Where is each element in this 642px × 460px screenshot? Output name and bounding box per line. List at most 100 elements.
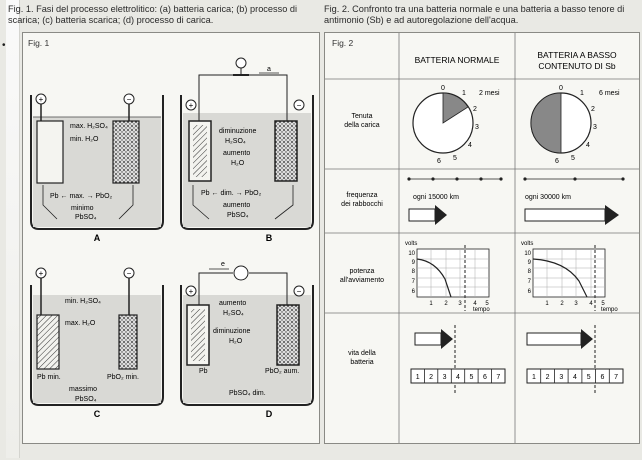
clock-num: 5 [453,155,457,162]
xtick: 2 [560,301,564,307]
ytick: 10 [524,251,531,257]
clock-num: 1 [580,90,584,97]
life-year: 6 [600,374,604,381]
plus-sign: + [39,269,44,278]
km-normal: ogni 15000 km [413,194,459,201]
ytick: 10 [408,251,415,257]
margin-mark: • [2,40,6,51]
minus-sign: − [297,101,302,110]
tempo-label: tempo [473,307,490,313]
ytick: 8 [528,269,532,275]
life-year: 4 [456,374,460,381]
life-year: 7 [496,374,500,381]
life-lowsb: 1 2 3 4 5 6 7 [526,325,624,393]
row-label-power-1: potenza [350,268,375,275]
xtick: 1 [545,301,549,307]
life-year: 3 [559,374,563,381]
clock-lowsb: 0 1 2 3 4 5 6 6 mesi [530,85,620,165]
cell-b-text3: aumento [223,150,250,157]
fig1-diagram: + − max. H₂SO₄ min. H₂O Pb ← max. → PbO₂… [30,57,314,419]
life-year: 5 [587,374,591,381]
clock-num: 2 [591,106,595,113]
cell-d-text6: PbO₂ aum. [265,368,299,375]
cell-b-tag: B [266,233,273,243]
ytick: 6 [412,289,416,295]
row-label-life-2: batteria [350,359,373,366]
clock-num: 3 [475,124,479,131]
volts-label: volts [405,241,417,247]
cell-a-text2: min. H₂O [70,136,99,143]
life-year: 4 [573,374,577,381]
ytick: 7 [528,279,532,285]
xtick: 4 [589,301,593,307]
fig2-table: BATTERIA NORMALE BATTERIA A BASSO CONTEN… [325,33,639,443]
life-year: 3 [443,374,447,381]
cell-a-text3: Pb ← max. → PbO₂ [50,193,113,200]
tempo-label: tempo [601,307,618,313]
cell-a-text4: minimo [71,205,94,212]
months-lowsb: 6 mesi [599,90,620,97]
cell-c-text3: Pb min. [37,374,61,381]
cell-d: e + − aumento H₂SO₄ diminuzione H₂O Pb P… [180,261,314,419]
xtick: 1 [429,301,433,307]
cell-d-text7: PbSO₄ dim. [229,390,266,397]
row-label-charge-2: della carica [344,122,380,129]
life-year: 7 [614,374,618,381]
clock-num: 2 [473,106,477,113]
life-year: 2 [546,374,550,381]
fig1-panel: Fig. 1 + − max. H₂SO₄ [22,32,320,444]
clock-num: 6 [437,158,441,165]
cell-a: + − max. H₂SO₄ min. H₂O Pb ← max. → PbO₂… [30,93,164,243]
ytick: 8 [412,269,416,275]
xtick: 2 [444,301,448,307]
clock-num: 5 [571,155,575,162]
topup-lowsb: ogni 30000 km [523,177,625,225]
cell-c-text4: PbO₂ min. [107,374,139,381]
clock-normal: 0 1 2 3 4 5 6 2 mesi [412,85,500,165]
topup-normal: ogni 15000 km [407,177,503,225]
ytick: 9 [412,260,416,266]
minus-sign: − [297,287,302,296]
clock-num: 6 [555,158,559,165]
row-label-life-1: vita della [348,350,376,357]
col-header-lowsb-1: BATTERIA A BASSO [537,50,617,60]
cell-c: + − min. H₂SO₄ max. H₂O Pb min. PbO₂ min… [30,267,164,419]
fig1-caption: Fig. 1. Fasi del processo elettrolitico:… [8,4,298,25]
row-label-topup-1: frequenza [346,192,377,199]
power-chart-normal: volts 10 9 8 7 6 1 2 3 4 5 [405,241,490,313]
clock-num: 0 [559,85,563,92]
cell-d-text3: diminuzione [213,328,250,335]
cell-d-text2: H₂SO₄ [223,310,244,317]
life-year: 2 [429,374,433,381]
cell-c-tag: C [94,409,101,419]
power-chart-lowsb: volts 10 9 8 7 6 1 2 3 4 5 [521,241,618,313]
cell-b: a + − diminuzione H₂SO₄ aumento H₂O Pb ←… [180,57,314,243]
volts-label: volts [521,241,533,247]
fig2-label: Fig. 2 [332,38,354,48]
life-year: 1 [532,374,536,381]
km-lowsb: ogni 30000 km [525,194,571,201]
page-margin-strip [6,0,20,458]
fig2-caption: Fig. 2. Confronto tra una batteria norma… [324,4,625,25]
minus-sign: − [127,95,132,104]
cell-b-text4: H₂O [231,160,245,167]
life-year: 1 [416,374,420,381]
ytick: 9 [528,260,532,266]
cell-b-text7: PbSO₄ [227,212,249,219]
fig2-panel: Fig. 2 BATTERIA NORMALE BATTERIA A BASSO… [324,32,640,444]
cell-b-text2: H₂SO₄ [225,138,246,145]
xtick: 3 [458,301,462,307]
cell-c-text2: max. H₂O [65,320,96,327]
clock-num: 1 [462,90,466,97]
life-year: 5 [469,374,473,381]
cell-a-text5: PbSO₄ [75,214,97,221]
clock-num: 0 [441,85,445,92]
months-normal: 2 mesi [479,90,500,97]
ytick: 6 [528,289,532,295]
ytick: 7 [412,279,416,285]
cell-b-text5: Pb ← dim. → PbO₂ [201,190,262,197]
cell-b-text1: diminuzione [219,128,256,135]
cell-d-arrow-label: e [221,261,225,268]
row-label-charge-1: Tenuta [351,113,372,120]
cell-c-text6: PbSO₄ [75,396,97,403]
